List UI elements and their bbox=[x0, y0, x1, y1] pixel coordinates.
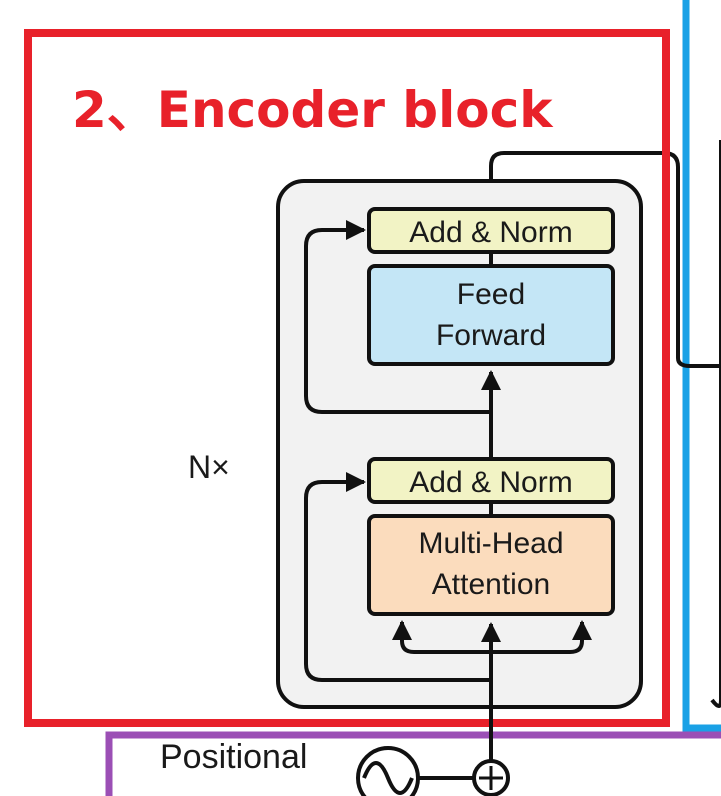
residual-connection-feedforward bbox=[304, 220, 491, 414]
multi-head-attention-box bbox=[367, 514, 615, 616]
attention-label-line1: Multi-Head bbox=[418, 527, 563, 560]
input-embedding-frame bbox=[105, 731, 721, 796]
feed-forward-label-line1: Feed bbox=[457, 278, 525, 311]
add-norm-top-box bbox=[367, 207, 615, 254]
encoder-stack-container bbox=[276, 179, 643, 709]
encoder-frame bbox=[24, 29, 670, 727]
attention-split-line bbox=[400, 624, 584, 654]
feed-forward-box bbox=[367, 264, 615, 366]
feed-forward-label-line2: Forward bbox=[436, 319, 546, 352]
repeat-label: N× bbox=[188, 449, 230, 485]
add-norm-bottom-label: Add & Norm bbox=[409, 466, 572, 499]
add-norm-top-label: Add & Norm bbox=[409, 216, 572, 249]
decoder-stack-edge bbox=[710, 140, 721, 708]
positional-encoding-label: Positional bbox=[160, 738, 307, 776]
attention-label-line2: Attention bbox=[432, 568, 550, 601]
add-norm-bottom-box bbox=[367, 457, 615, 504]
decoder-connector-line bbox=[489, 151, 721, 368]
sine-wave-icon bbox=[356, 746, 420, 796]
decoder-frame bbox=[682, 0, 721, 732]
add-circle-icon bbox=[472, 759, 510, 796]
encoder-title: 2、Encoder block bbox=[72, 81, 554, 139]
residual-connection-attention bbox=[304, 472, 491, 682]
